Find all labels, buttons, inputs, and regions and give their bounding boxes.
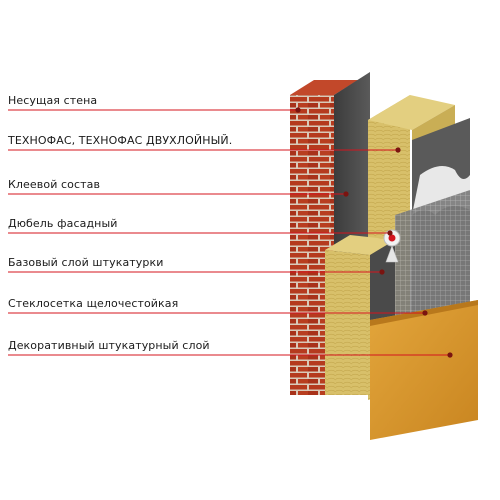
leader-dots xyxy=(295,107,453,358)
label-facade-dowel: Дюбель фасадный xyxy=(8,217,118,230)
insulation-lower xyxy=(325,235,395,395)
leader-dot-7 xyxy=(447,352,453,358)
leader-dot-6 xyxy=(422,310,428,316)
label-fiberglass-mesh: Стеклосетка щелочестойкая xyxy=(8,297,179,310)
decorative-plaster-layer xyxy=(370,300,478,440)
label-decorative-plaster: Декоративный штукатурный слой xyxy=(8,339,210,352)
label-base-plaster: Базовый слой штукатурки xyxy=(8,256,164,269)
leader-dot-2 xyxy=(395,147,401,153)
leader-dot-4 xyxy=(387,230,393,236)
label-technofas-insulation: ТЕХНОФАС, ТЕХНОФАС ДВУХЛОЙНЫЙ. xyxy=(8,134,233,147)
leader-lines xyxy=(8,109,450,356)
leader-dot-5 xyxy=(379,269,385,275)
label-adhesive: Клеевой состав xyxy=(8,178,101,191)
leader-dot-3 xyxy=(343,191,349,197)
label-load-bearing-wall: Несущая стена xyxy=(8,94,98,107)
leader-dot-1 xyxy=(295,107,301,113)
